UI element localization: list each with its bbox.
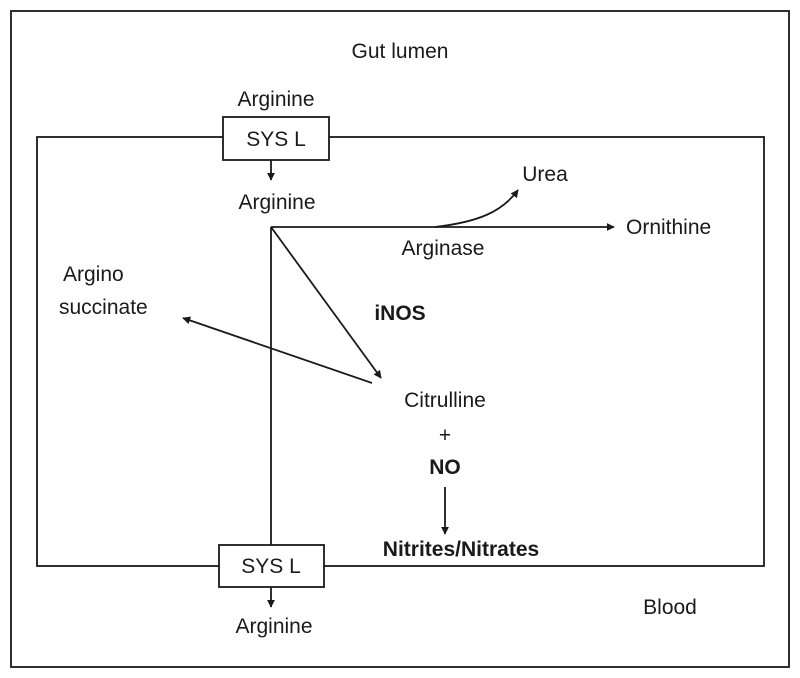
arginase-label: Arginase — [402, 237, 485, 260]
sys-l-transporter-bottom-box — [218, 544, 325, 588]
arginine-blood-label: Arginine — [235, 615, 312, 638]
argininosuccinate-label-line2: succinate — [59, 296, 148, 319]
sys-l-transporter-top-box — [222, 116, 330, 161]
argininosuccinate-label-line1: Argino — [63, 263, 124, 286]
urea-arrow — [434, 189, 519, 228]
figure-frame — [10, 10, 790, 668]
sys-l-transporter-top-label: SYS L — [246, 128, 306, 151]
citrulline-to-argininosuccinate-arrow — [182, 316, 373, 384]
gut-lumen-label: Gut lumen — [352, 40, 449, 63]
nitric-oxide-label: NO — [429, 456, 461, 479]
blood-label: Blood — [643, 596, 697, 619]
inos-label: iNOS — [374, 302, 425, 325]
plus-sign: + — [439, 424, 451, 447]
nitrites-nitrates-label: Nitrites/Nitrates — [383, 538, 539, 561]
arginine-cell-label: Arginine — [238, 191, 315, 214]
ornithine-label: Ornithine — [626, 216, 711, 239]
inos-to-citrulline-arrow — [270, 226, 382, 379]
sys-l-transporter-bottom-label: SYS L — [241, 555, 301, 578]
citrulline-label: Citrulline — [404, 389, 486, 412]
cell-boundary — [36, 136, 765, 567]
arginine-lumen-label: Arginine — [237, 88, 314, 111]
urea-label: Urea — [522, 163, 568, 186]
